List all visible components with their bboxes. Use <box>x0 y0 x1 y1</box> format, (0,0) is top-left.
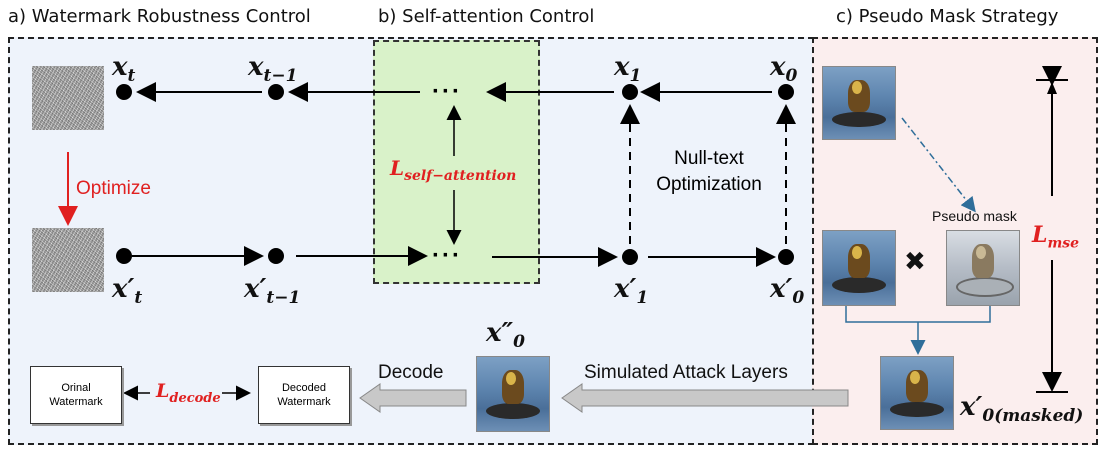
node-xt-minus-1 <box>268 84 284 100</box>
header-pseudo-mask: c) Pseudo Mask Strategy <box>836 6 1059 27</box>
label-optimization: Optimization <box>656 174 762 195</box>
label-xt-prime: x′t <box>112 274 143 309</box>
ellipsis-top: ··· <box>432 78 462 105</box>
times-icon: ✖ <box>904 246 926 276</box>
image-x0-masked <box>880 356 954 430</box>
image-x0-original <box>822 66 896 140</box>
node-xt-minus-1-prime <box>268 248 284 264</box>
noise-image-xt <box>32 66 104 130</box>
label-x0-double-prime: x″0 <box>486 318 525 353</box>
image-x0-prime <box>822 230 896 306</box>
image-x0-double-prime <box>476 356 550 432</box>
header-watermark-robustness: a) Watermark Robustness Control <box>8 6 311 27</box>
header-self-attention: b) Self-attention Control <box>378 6 595 27</box>
label-null-text-optimization: Null-text Optimization <box>644 146 774 198</box>
node-xt-prime <box>116 248 132 264</box>
noise-image-xt-prime <box>32 228 104 292</box>
label-x1: x1 <box>614 52 642 87</box>
label-l-mse: Lmse <box>1030 222 1082 252</box>
label-decode: Decode <box>378 362 444 383</box>
node-x0-prime <box>778 249 794 265</box>
label-simulated-attack-layers: Simulated Attack Layers <box>584 362 788 383</box>
node-x1 <box>622 84 638 100</box>
node-xt <box>116 84 132 100</box>
label-l-decode: Ldecode <box>156 380 221 406</box>
label-null-text: Null-text <box>674 148 744 169</box>
label-optimize: Optimize <box>76 178 151 199</box>
label-xt: xt <box>112 52 136 87</box>
node-x1-prime <box>622 249 638 265</box>
label-xt-minus-1: xt−1 <box>248 52 298 87</box>
label-pseudo-mask: Pseudo mask <box>932 208 1017 224</box>
label-x1-prime: x′1 <box>614 274 649 309</box>
ellipsis-bottom: ··· <box>432 242 462 269</box>
label-x0-prime: x′0 <box>770 274 805 309</box>
label-x0: x0 <box>770 52 798 87</box>
image-pseudo-mask <box>946 230 1020 306</box>
label-x0-masked: x′0(masked) <box>960 392 1084 427</box>
node-x0 <box>778 84 794 100</box>
label-xt-minus-1-prime: x′t−1 <box>244 274 301 309</box>
label-l-self-attention: Lself−attention <box>390 156 517 184</box>
